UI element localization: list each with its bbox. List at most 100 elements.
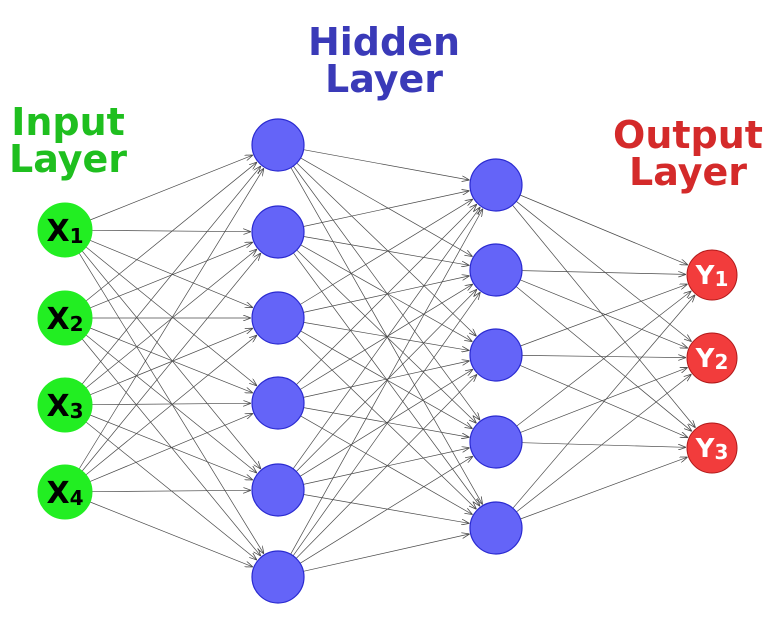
output-node-subscript: 1 — [714, 267, 728, 291]
input-node-4: X4 — [37, 464, 93, 520]
connection-input-4-to-hidden1-1 — [78, 169, 263, 470]
connection-input-1-to-hidden1-2 — [91, 230, 250, 231]
hidden1-node-circle — [251, 291, 305, 345]
output-node-circle — [686, 332, 738, 384]
input-node-circle — [37, 464, 93, 520]
output-node-letter: Y — [695, 344, 716, 374]
hidden2-node-circle — [469, 158, 523, 212]
connection-input-4-to-hidden1-4 — [89, 414, 252, 482]
hidden1-node-2 — [251, 205, 305, 259]
connection-hidden2-3-to-output-1 — [520, 284, 686, 347]
input-layer-title-line2: Layer — [9, 137, 127, 181]
connection-hidden1-4-to-hidden2-1 — [296, 205, 476, 385]
connection-hidden1-1-to-hidden2-2 — [300, 157, 472, 256]
connection-input-4-to-hidden1-2 — [81, 254, 260, 472]
hidden1-node-3 — [251, 291, 305, 345]
hidden2-node-circle — [469, 415, 523, 469]
hidden2-node-circle — [469, 328, 523, 382]
input-node-2: X2 — [37, 290, 93, 346]
connection-hidden1-3-to-hidden2-2 — [303, 276, 468, 313]
connection-hidden1-1-to-hidden2-1 — [303, 149, 469, 180]
input-node-subscript: 2 — [70, 312, 84, 336]
connection-hidden1-6-to-hidden2-1 — [290, 210, 483, 555]
output-node-label: Y1 — [695, 261, 729, 291]
hidden1-node-5 — [251, 463, 305, 517]
hidden1-node-6 — [251, 550, 305, 604]
hidden1-node-circle — [251, 550, 305, 604]
connection-hidden2-1-to-output-3 — [512, 204, 695, 427]
hidden2-node-circle — [469, 243, 523, 297]
connection-input-4-to-hidden1-5 — [91, 490, 250, 491]
connection-hidden2-5-to-output-3 — [520, 457, 686, 520]
connection-input-3-to-hidden1-5 — [89, 414, 252, 480]
input-node-subscript: 1 — [70, 224, 84, 248]
input-node-3: X3 — [37, 377, 93, 433]
connection-hidden1-5-to-hidden2-3 — [299, 370, 472, 477]
connection-hidden1-1-to-hidden2-4 — [293, 165, 479, 419]
connection-hidden2-5-to-output-2 — [516, 375, 690, 513]
connection-hidden1-5-to-hidden2-1 — [292, 208, 480, 470]
input-node-subscript: 4 — [70, 486, 84, 510]
connection-input-2-to-hidden1-4 — [89, 327, 252, 393]
hidden1-node-circle — [251, 463, 305, 517]
connection-hidden2-1-to-output-1 — [519, 194, 687, 265]
hidden-layer-title: Hidden Layer — [308, 20, 460, 101]
input-node-letter: X — [46, 476, 69, 511]
hidden-layer-title-line2: Layer — [325, 57, 443, 101]
connection-hidden1-3-to-hidden2-1 — [300, 200, 472, 305]
connection-hidden1-4-to-hidden2-3 — [303, 361, 468, 398]
connection-hidden2-4-to-output-1 — [516, 292, 691, 427]
connection-hidden1-4-to-hidden2-5 — [300, 415, 472, 514]
connection-input-1-to-hidden1-5 — [81, 250, 260, 468]
hidden2-node-3 — [469, 328, 523, 382]
input-layer-title: Input Layer — [9, 100, 127, 181]
connection-hidden1-4-to-hidden2-4 — [303, 407, 469, 438]
connection-input-1-to-hidden1-4 — [85, 246, 256, 385]
connection-hidden1-3-to-hidden2-4 — [300, 330, 472, 428]
connection-hidden1-6-to-hidden2-3 — [295, 375, 476, 559]
output-node-circle — [686, 249, 738, 301]
output-layer-title-line1: Output — [613, 113, 763, 157]
input-node-letter: X — [46, 389, 69, 424]
connection-hidden1-2-to-hidden2-1 — [303, 191, 468, 227]
input-node-subscript: 3 — [70, 399, 84, 423]
connection-hidden1-5-to-hidden2-2 — [296, 290, 476, 472]
input-node-label: X2 — [46, 302, 83, 337]
hidden2-node-1 — [469, 158, 523, 212]
connection-hidden1-1-to-hidden2-3 — [296, 162, 476, 336]
input-node-1: X1 — [37, 202, 93, 258]
connection-input-3-to-hidden1-1 — [81, 167, 260, 385]
input-node-circle — [37, 377, 93, 433]
output-node-2: Y2 — [686, 332, 738, 384]
input-node-circle — [37, 290, 93, 346]
connection-hidden2-5-to-output-1 — [512, 296, 695, 509]
input-layer-title-line1: Input — [11, 100, 125, 144]
input-node-label: X4 — [46, 476, 83, 511]
connection-hidden2-3-to-output-3 — [519, 364, 687, 437]
connection-input-1-to-hidden1-3 — [89, 239, 252, 307]
connection-hidden1-5-to-hidden2-4 — [303, 448, 468, 485]
connection-hidden1-5-to-hidden2-5 — [303, 494, 469, 524]
connection-hidden2-4-to-output-2 — [520, 368, 687, 433]
output-node-letter: Y — [695, 434, 716, 464]
output-layer-title-line2: Layer — [629, 150, 747, 194]
connection-input-1-to-hidden1-6 — [78, 252, 263, 553]
connection-input-4-to-hidden1-3 — [85, 336, 256, 476]
input-node-letter: X — [46, 302, 69, 337]
connection-input-4-to-hidden1-6 — [89, 501, 252, 567]
output-node-circle — [686, 422, 738, 474]
output-node-1: Y1 — [686, 249, 738, 301]
output-node-label: Y3 — [695, 434, 729, 464]
connection-hidden1-6-to-hidden2-2 — [292, 293, 480, 557]
hidden1-node-circle — [251, 205, 305, 259]
connection-hidden1-3-to-hidden2-3 — [303, 322, 469, 350]
hidden2-node-4 — [469, 415, 523, 469]
connection-hidden1-1-to-hidden2-5 — [290, 167, 482, 504]
connection-input-3-to-hidden1-3 — [89, 329, 252, 396]
connection-hidden2-2-to-output-1 — [521, 270, 685, 275]
connection-hidden2-3-to-output-2 — [521, 355, 685, 357]
hidden2-node-5 — [469, 501, 523, 555]
hidden2-node-2 — [469, 243, 523, 297]
